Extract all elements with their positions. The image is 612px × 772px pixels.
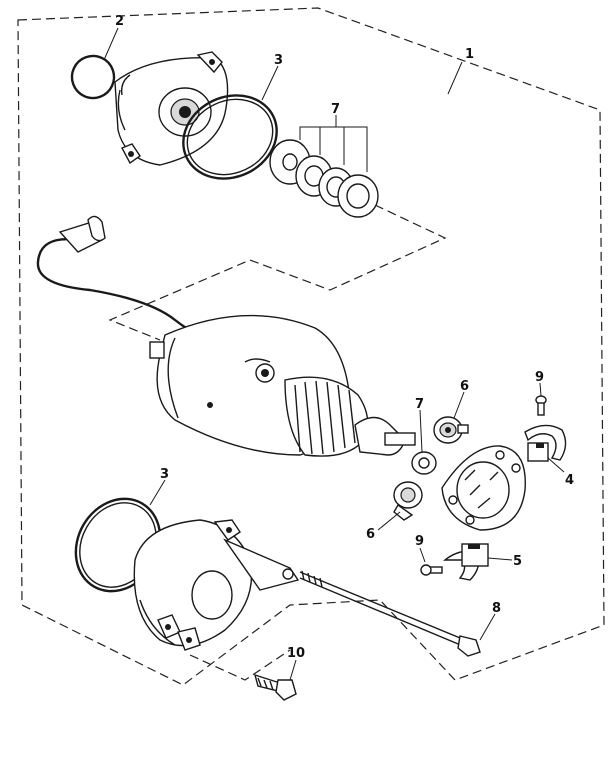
part-4-brush-set [524,424,567,462]
part-7-washer-mid [411,451,437,475]
callout-5: 5 [513,554,522,569]
callout-10: 10 [287,646,305,661]
rear-cover [133,519,300,651]
front-cover [114,51,229,166]
guide-line-upper [108,204,447,341]
part-8-through-bolt [299,570,481,657]
part-5-brush [443,543,489,581]
leader-lines [103,27,565,681]
callout-9-lower: 9 [415,534,424,549]
callout-7-top: 7 [331,102,340,117]
part-10-mounting-bolt [253,673,297,701]
callout-1: 1 [465,47,474,62]
callout-9-upper: 9 [535,370,544,385]
callout-6-lower: 6 [366,527,375,542]
motor-yoke [149,314,416,457]
part-2-o-ring [70,54,116,100]
callout-8: 8 [492,601,501,616]
part-9-screw-lower [420,564,443,576]
part-6-bearing-lower [393,481,423,521]
callout-3-bottom: 3 [160,467,169,482]
callout-4: 4 [565,473,574,488]
assembly-boundary-dashed [17,7,605,686]
part-3-o-ring-top [182,94,278,180]
part-7-washer-set [269,126,379,218]
guide-line-lower [189,649,291,681]
callout-7-mid: 7 [415,397,424,412]
callout-3-top: 3 [274,53,283,68]
brush-holder-plate [441,445,526,531]
callout-2: 2 [115,14,124,29]
part-6-bearing-upper [433,416,469,444]
callout-6-upper: 6 [460,379,469,394]
part-9-screw-upper [535,395,547,416]
